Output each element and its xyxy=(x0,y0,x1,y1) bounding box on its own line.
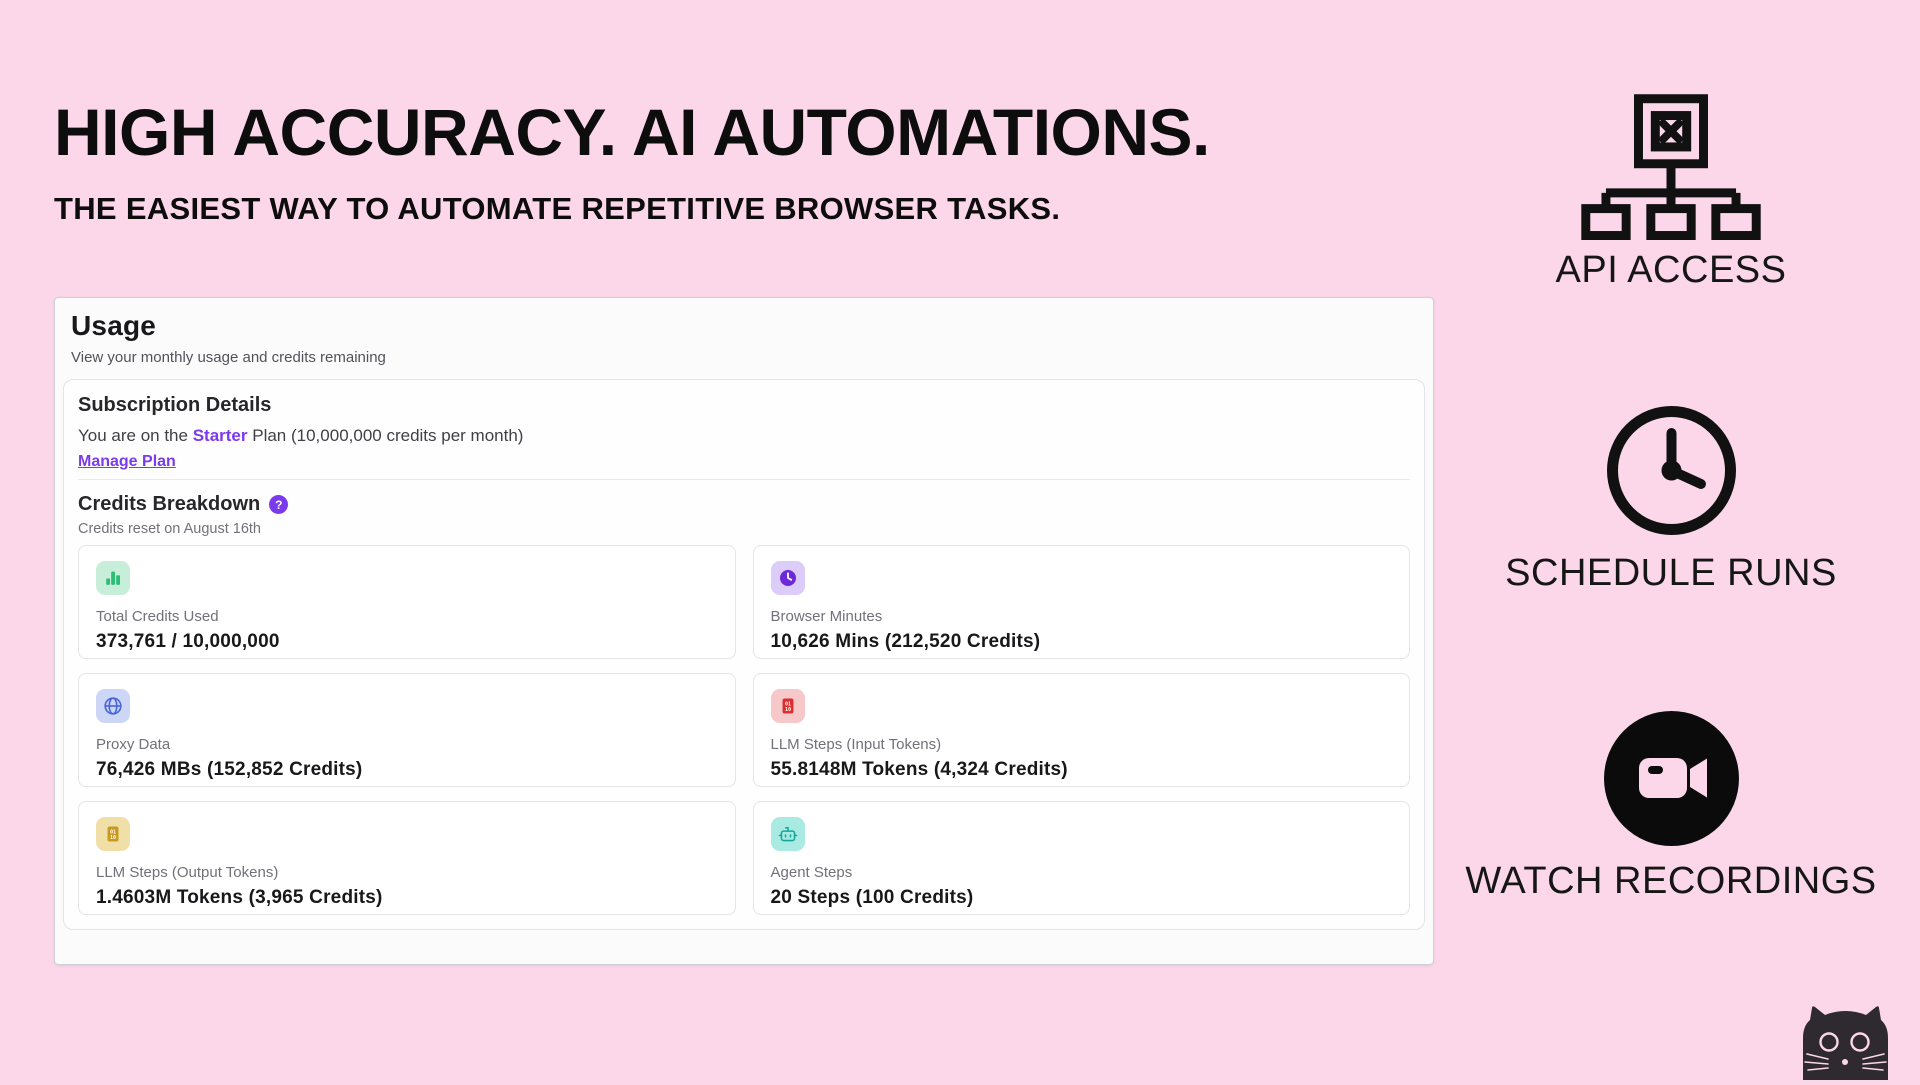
credits-heading-row: Credits Breakdown ? xyxy=(78,493,1410,516)
svg-text:10: 10 xyxy=(110,835,116,841)
stat-value: 55.8148M Tokens (4,324 Credits) xyxy=(770,759,1068,780)
bar-chart-icon xyxy=(96,561,130,595)
stat-value: 373,761 / 10,000,000 xyxy=(96,631,280,652)
stat-label: Agent Steps xyxy=(770,864,853,881)
stat-value: 10,626 Mins (212,520 Credits) xyxy=(770,631,1041,652)
stat-label: Browser Minutes xyxy=(770,608,883,625)
stat-value: 76,426 MBs (152,852 Credits) xyxy=(96,759,363,780)
manage-plan-link[interactable]: Manage Plan xyxy=(78,453,176,470)
feature-label: SCHEDULE RUNS xyxy=(1505,552,1837,594)
credits-breakdown-heading: Credits Breakdown xyxy=(78,493,261,515)
sitemap-icon xyxy=(1581,92,1761,245)
stat-label: Total Credits Used xyxy=(96,608,219,625)
help-icon[interactable]: ? xyxy=(269,495,289,514)
svg-text:01: 01 xyxy=(110,829,116,835)
stat-value: 1.4603M Tokens (3,965 Credits) xyxy=(96,887,383,908)
feature-label: API ACCESS xyxy=(1555,249,1787,291)
stat-card-proxy-data: Proxy Data 76,426 MBs (152,852 Credits) xyxy=(78,673,736,787)
video-camera-icon xyxy=(1603,711,1739,851)
usage-panel-header: Usage View your monthly usage and credit… xyxy=(63,310,1425,366)
hero: HIGH ACCURACY. AI AUTOMATIONS. THE EASIE… xyxy=(54,95,1210,227)
stats-grid: Total Credits Used 373,761 / 10,000,000 … xyxy=(78,545,1410,915)
stat-label: LLM Steps (Input Tokens) xyxy=(770,736,942,753)
svg-text:10: 10 xyxy=(784,707,790,713)
stat-card-llm-input: 01 10 LLM Steps (Input Tokens) 55.8148M … xyxy=(752,673,1410,787)
feature-watch-recordings: WATCH RECORDINGS xyxy=(1451,711,1891,903)
stat-card-llm-output: 01 10 LLM Steps (Output Tokens) 1.4603M … xyxy=(78,801,736,915)
usage-subtitle: View your monthly usage and credits rema… xyxy=(71,349,386,366)
page-title: HIGH ACCURACY. AI AUTOMATIONS. xyxy=(54,95,1210,169)
stat-card-browser-minutes: Browser Minutes 10,626 Mins (212,520 Cre… xyxy=(752,545,1410,659)
binary-file-icon: 01 10 xyxy=(96,817,130,851)
usage-title: Usage xyxy=(71,310,157,341)
stat-label: LLM Steps (Output Tokens) xyxy=(96,864,279,881)
usage-panel: Usage View your monthly usage and credit… xyxy=(54,297,1434,965)
stat-label: Proxy Data xyxy=(96,736,171,753)
plan-text-prefix: You are on the xyxy=(78,426,193,445)
bot-icon xyxy=(770,817,805,851)
stat-value: 20 Steps (100 Credits) xyxy=(770,887,974,908)
plan-name: Starter xyxy=(192,426,248,445)
clock-icon xyxy=(1604,403,1739,543)
stat-card-agent-steps: Agent Steps 20 Steps (100 Credits) xyxy=(752,801,1410,915)
stat-card-total-credits: Total Credits Used 373,761 / 10,000,000 xyxy=(78,545,736,659)
feature-api-access: API ACCESS xyxy=(1451,92,1891,292)
page-subtitle: THE EASIEST WAY TO AUTOMATE REPETITIVE B… xyxy=(54,191,1061,227)
divider xyxy=(78,479,1410,480)
plan-text-suffix: Plan (10,000,000 credits per month) xyxy=(247,426,524,445)
usage-card: Subscription Details You are on the Star… xyxy=(63,379,1425,930)
black-cat-icon xyxy=(1797,1004,1894,1085)
feature-schedule-runs: SCHEDULE RUNS xyxy=(1451,403,1891,595)
plan-line: You are on the Starter Plan (10,000,000 … xyxy=(78,426,1410,446)
subscription-heading: Subscription Details xyxy=(78,394,272,416)
credits-reset-note: Credits reset on August 16th xyxy=(78,521,261,537)
globe-icon xyxy=(96,689,130,723)
svg-text:01: 01 xyxy=(784,701,790,707)
binary-file-icon: 01 10 xyxy=(770,689,805,723)
feature-label: WATCH RECORDINGS xyxy=(1465,860,1877,902)
clock-icon xyxy=(770,561,805,595)
